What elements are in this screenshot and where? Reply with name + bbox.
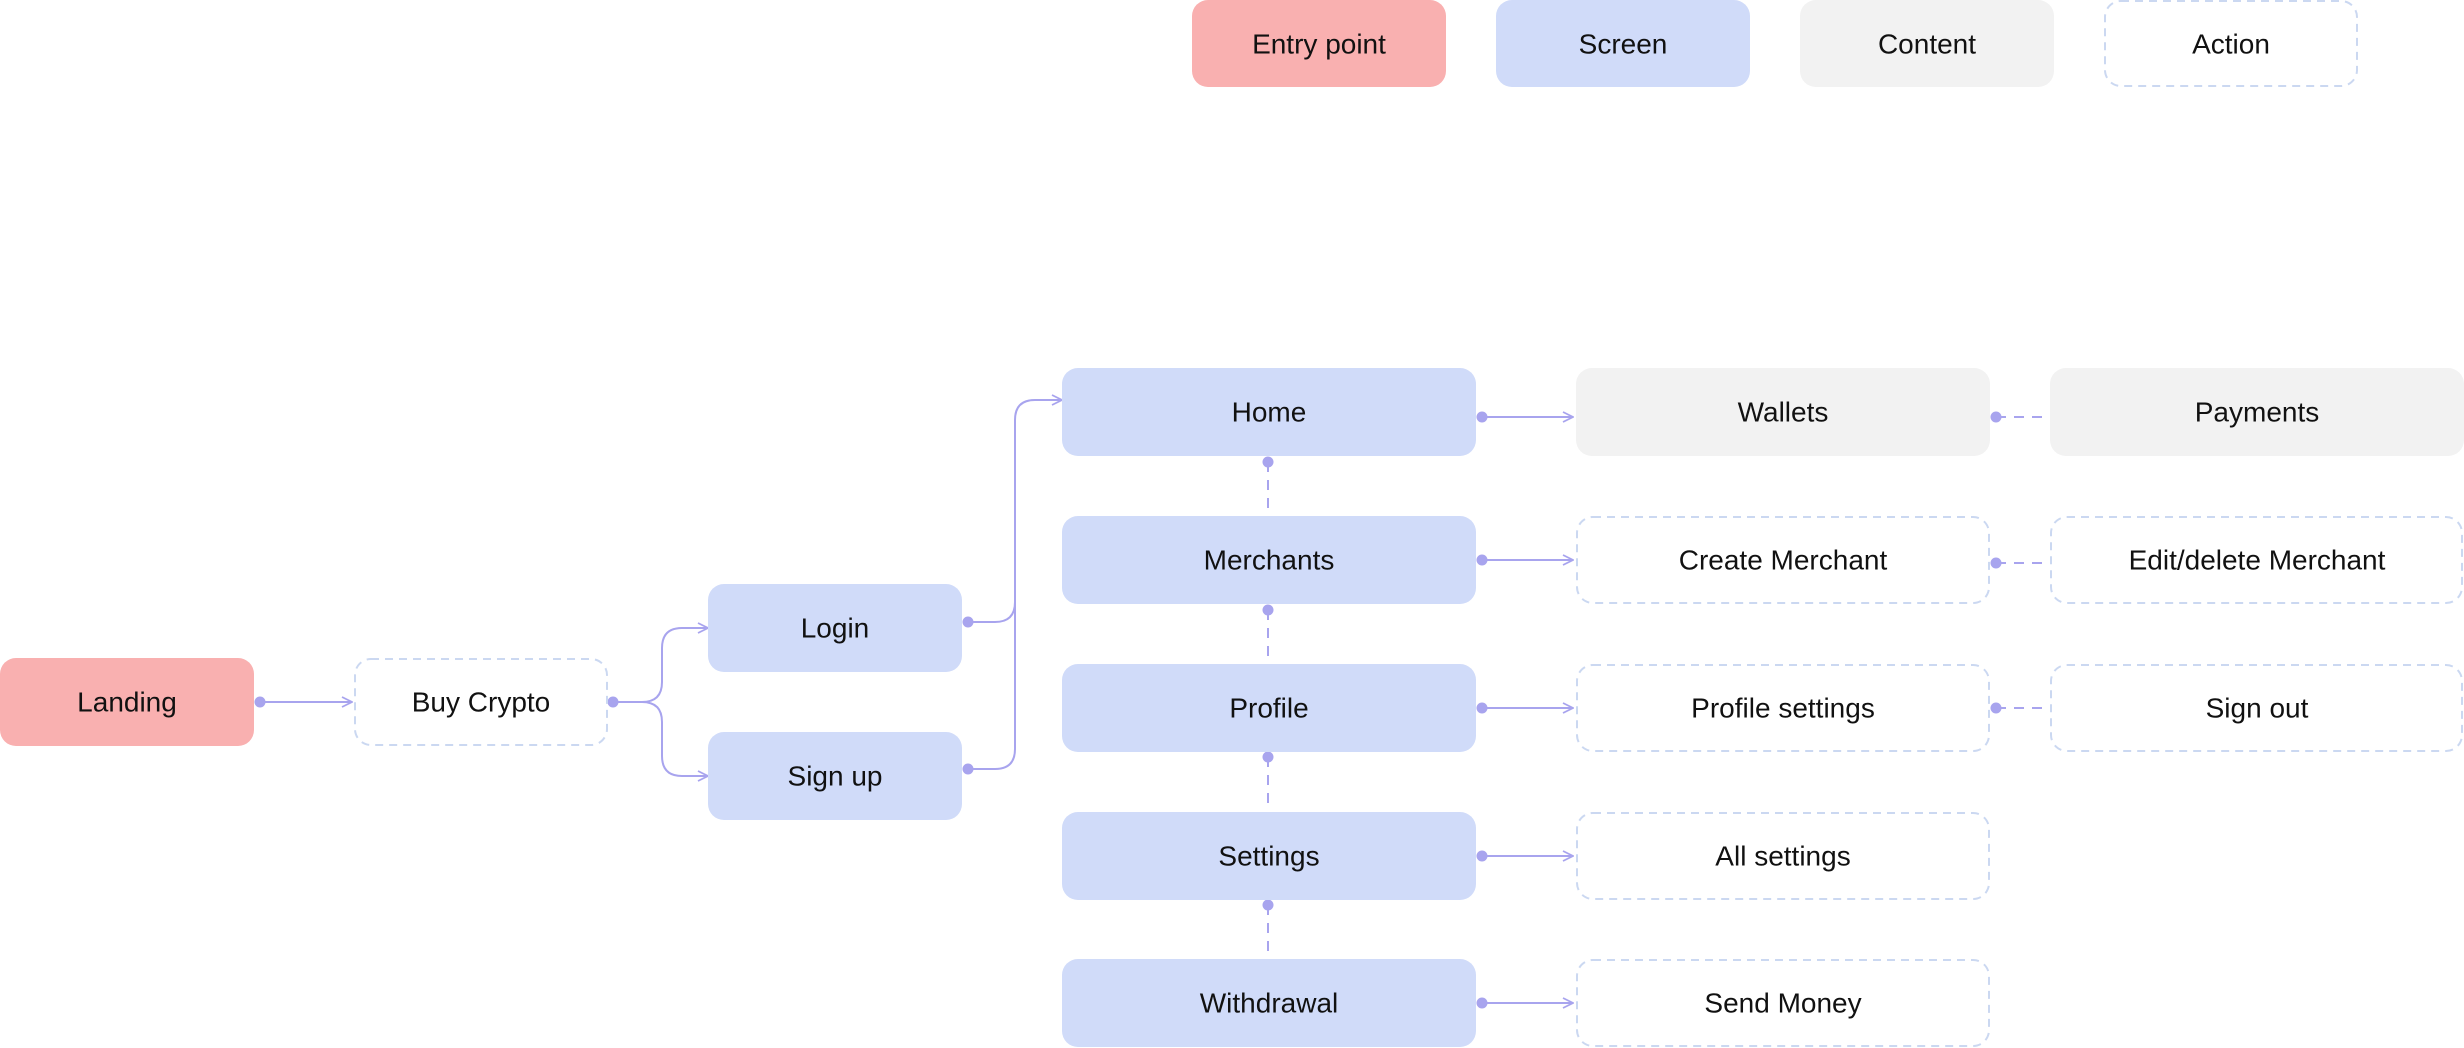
node-settings-label: Settings: [1218, 841, 1319, 872]
node-login: Login: [708, 584, 962, 672]
legend: Entry point Screen Content Action: [1192, 0, 2358, 87]
node-payments: Payments: [2050, 368, 2464, 456]
node-all-settings-label: All settings: [1715, 841, 1850, 872]
node-merchants: Merchants: [1062, 516, 1476, 604]
dashed-links: [1267, 416, 2046, 958]
node-edit-delete-merchant: Edit/delete Merchant: [2050, 516, 2463, 604]
legend-action: Action: [2104, 0, 2358, 87]
node-buy-crypto: Buy Crypto: [354, 658, 608, 746]
dot-wallets-right: [1990, 411, 2002, 423]
node-send-money: Send Money: [1576, 959, 1990, 1047]
node-profile-settings-label: Profile settings: [1691, 693, 1875, 724]
dot-merchants-right: [1476, 554, 1488, 566]
node-send-money-label: Send Money: [1704, 988, 1861, 1019]
node-all-settings: All settings: [1576, 812, 1990, 900]
dot-login: [962, 616, 974, 628]
node-sign-out: Sign out: [2050, 664, 2463, 752]
legend-action-label: Action: [2192, 29, 2270, 60]
node-landing-label: Landing: [77, 687, 177, 718]
connector-dots: [254, 411, 2002, 1009]
node-landing: Landing: [0, 658, 254, 746]
node-sign-up-label: Sign up: [788, 761, 883, 792]
edge-buycrypto-signup: [613, 701, 708, 776]
dot-settings-right: [1476, 850, 1488, 862]
node-withdrawal: Withdrawal: [1062, 959, 1476, 1047]
node-merchants-label: Merchants: [1204, 545, 1335, 576]
dot-settings-bottom: [1262, 899, 1274, 911]
legend-entry-label: Entry point: [1252, 29, 1386, 60]
dot-signup: [962, 763, 974, 775]
dot-landing: [254, 696, 266, 708]
node-login-label: Login: [801, 613, 870, 644]
legend-content: Content: [1800, 0, 2054, 87]
dot-home-bottom: [1262, 456, 1274, 468]
dot-home-right: [1476, 411, 1488, 423]
edge-buycrypto-login: [613, 628, 708, 703]
node-sign-up: Sign up: [708, 732, 962, 820]
node-edit-delete-merchant-label: Edit/delete Merchant: [2129, 545, 2386, 576]
legend-screen-label: Screen: [1579, 29, 1668, 60]
dot-profile-bottom: [1262, 751, 1274, 763]
node-create-merchant-label: Create Merchant: [1679, 545, 1888, 576]
dot-profilesettings-right: [1990, 702, 2002, 714]
dot-merchants-bottom: [1262, 604, 1274, 616]
node-profile-settings: Profile settings: [1576, 664, 1990, 752]
node-withdrawal-label: Withdrawal: [1200, 988, 1338, 1019]
node-payments-label: Payments: [2195, 397, 2320, 428]
node-settings: Settings: [1062, 812, 1476, 900]
connectors: [260, 400, 1573, 1003]
node-buy-crypto-label: Buy Crypto: [412, 687, 551, 718]
dot-create-right: [1990, 557, 2002, 569]
node-sign-out-label: Sign out: [2206, 693, 2309, 724]
dot-profile-right: [1476, 702, 1488, 714]
node-home-label: Home: [1232, 397, 1307, 428]
legend-content-label: Content: [1878, 29, 1976, 60]
node-home: Home: [1062, 368, 1476, 456]
node-profile: Profile: [1062, 664, 1476, 752]
node-wallets: Wallets: [1576, 368, 1990, 456]
dot-buycrypto: [607, 696, 619, 708]
node-create-merchant: Create Merchant: [1576, 516, 1990, 604]
edge-signup-home: [968, 420, 1016, 770]
legend-screen: Screen: [1496, 0, 1750, 87]
legend-entry-point: Entry point: [1192, 0, 1446, 87]
dot-withdrawal-right: [1476, 997, 1488, 1009]
node-profile-label: Profile: [1229, 693, 1308, 724]
node-wallets-label: Wallets: [1738, 397, 1829, 428]
